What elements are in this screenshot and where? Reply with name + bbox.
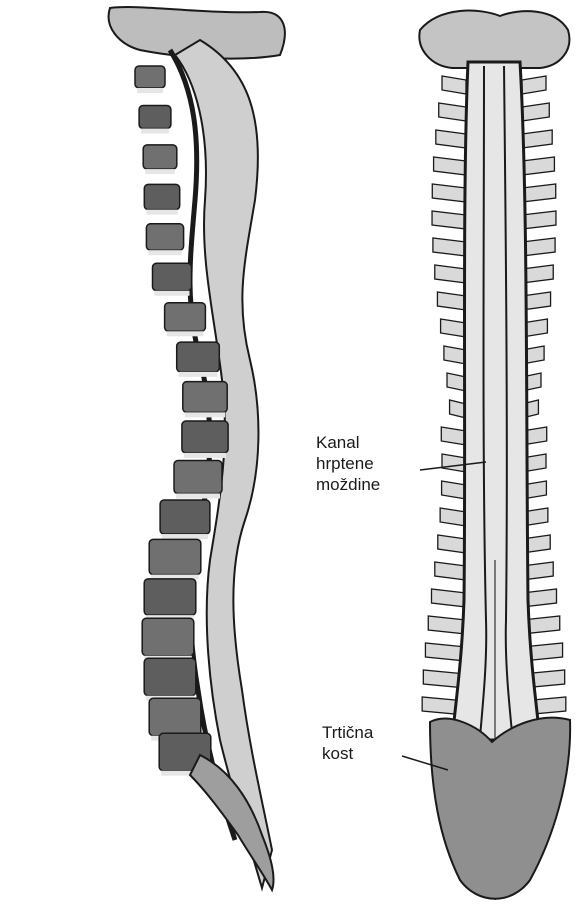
- vertebra-side: [183, 382, 227, 413]
- lateral-process: [522, 76, 546, 94]
- lateral-process: [441, 427, 466, 445]
- lateral-process: [522, 184, 556, 202]
- lateral-process: [434, 157, 466, 175]
- intervertebral-disc: [179, 372, 218, 377]
- lateral-process: [435, 562, 466, 580]
- vertebra-side: [177, 342, 220, 372]
- lateral-process: [444, 346, 466, 364]
- vertebra-side: [149, 539, 201, 574]
- vertebra-side: [142, 618, 194, 655]
- vertebra-side: [160, 500, 210, 534]
- spinal-canal-label: Kanal hrptene moždine: [316, 432, 380, 495]
- vertebra-side: [135, 66, 165, 88]
- lateral-process: [522, 211, 556, 229]
- intervertebral-disc: [162, 534, 208, 539]
- vertebra-side: [153, 263, 192, 291]
- intervertebral-disc: [148, 250, 181, 255]
- front-view-spine: [402, 11, 570, 900]
- lateral-process: [428, 616, 466, 634]
- intervertebral-disc: [167, 331, 204, 336]
- intervertebral-disc: [146, 210, 177, 215]
- lateral-process: [442, 76, 466, 94]
- intervertebral-disc: [185, 412, 225, 417]
- lateral-process: [438, 535, 466, 553]
- lateral-process: [436, 130, 466, 148]
- lateral-process: [437, 292, 466, 310]
- sacrum-front: [430, 718, 570, 899]
- vertebra-side: [165, 303, 206, 332]
- side-view-spine: [109, 7, 285, 890]
- vertebra-side: [144, 658, 196, 695]
- vertebra-side: [144, 184, 179, 209]
- lateral-process: [441, 319, 466, 337]
- vertebra-side: [144, 579, 196, 615]
- lateral-process: [439, 103, 466, 121]
- lateral-process: [522, 130, 552, 148]
- lateral-process: [522, 157, 554, 175]
- vertebra-side: [174, 461, 222, 494]
- vertebra-side: [149, 698, 201, 735]
- intervertebral-disc: [184, 453, 226, 458]
- intervertebral-disc: [155, 291, 190, 296]
- lateral-process: [440, 508, 466, 526]
- vertebra-side: [143, 145, 177, 169]
- lateral-process: [432, 184, 466, 202]
- intervertebral-disc: [137, 88, 163, 93]
- coccyx-label: Trtična kost: [322, 722, 373, 764]
- intervertebral-disc: [141, 129, 169, 134]
- intervertebral-disc: [145, 169, 175, 174]
- lateral-process: [431, 589, 466, 607]
- lateral-process: [442, 454, 466, 472]
- lateral-process: [442, 481, 466, 499]
- vertebra-side: [146, 224, 183, 250]
- intervertebral-disc: [176, 494, 220, 499]
- skull-base-front: [419, 11, 569, 68]
- lateral-process: [433, 238, 466, 256]
- lateral-process: [522, 103, 549, 121]
- lateral-process: [435, 265, 466, 283]
- lateral-process: [432, 211, 466, 229]
- vertebra-side: [182, 421, 228, 453]
- vertebra-side: [139, 105, 171, 128]
